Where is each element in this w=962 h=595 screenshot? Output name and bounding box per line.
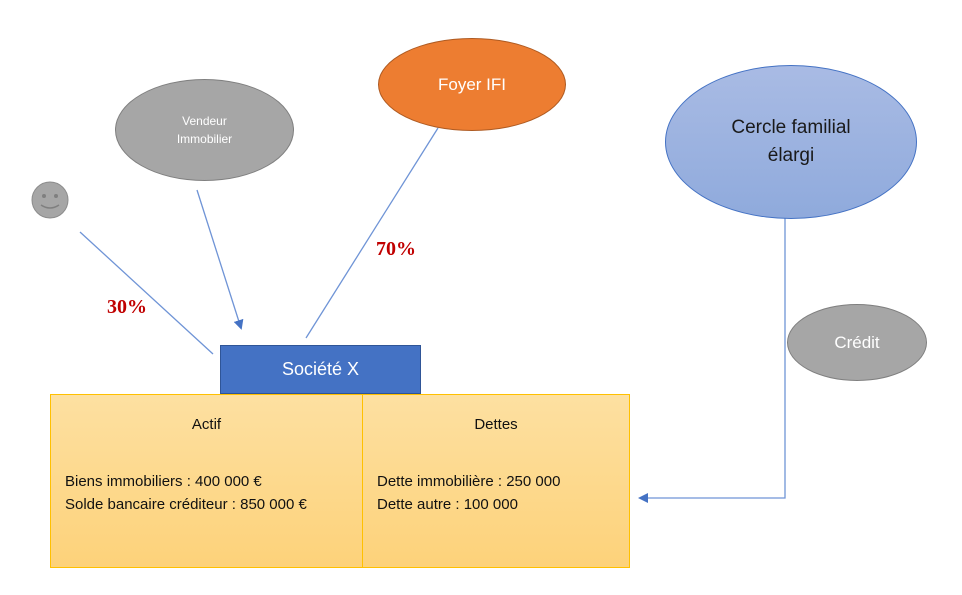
credit-label: Crédit — [834, 332, 880, 352]
foyer-share-percentage: 70% — [376, 238, 416, 260]
cercle-familial-node: Cercle familial élargi — [665, 65, 917, 219]
dettes-title: Dettes — [474, 416, 518, 433]
credit-node: Crédit — [787, 304, 927, 381]
connector-foyer-to-societe — [305, 127, 439, 339]
smiley-face-icon — [31, 181, 69, 219]
actif-lines: Biens immobiliers : 400 000 € Solde banc… — [65, 470, 307, 516]
actif-line-biens-immobiliers: Biens immobiliers : 400 000 € — [65, 473, 262, 490]
actif-line-solde-bancaire: Solde bancaire créditeur : 850 000 € — [65, 496, 307, 513]
connector-person-to-societe — [79, 231, 214, 355]
dettes-line-autre: Dette autre : 100 000 — [377, 496, 518, 513]
foyer-ifi-node: Foyer IFI — [378, 38, 566, 131]
connector-cercle-to-dettes — [638, 218, 786, 503]
dettes-column: Dettes Dette immobilière : 250 000 Dette… — [363, 395, 629, 567]
person-share-percentage: 30% — [107, 296, 147, 318]
cercle-familial-label: Cercle familial élargi — [731, 117, 851, 166]
foyer-ifi-label: Foyer IFI — [437, 74, 506, 94]
dettes-line-immobiliere: Dette immobilière : 250 000 — [377, 473, 561, 490]
societe-x-node: Société X — [220, 345, 421, 394]
vendeur-immobilier-label: Vendeur Immobilier — [176, 114, 233, 146]
balance-sheet: Actif Biens immobiliers : 400 000 € Sold… — [50, 394, 630, 568]
connector-vendeur-to-societe — [196, 189, 244, 330]
vendeur-immobilier-node: Vendeur Immobilier — [115, 79, 294, 181]
person-node — [31, 181, 69, 219]
actif-title: Actif — [191, 416, 222, 433]
societe-x-label: Société X — [281, 359, 360, 379]
actif-column: Actif Biens immobiliers : 400 000 € Sold… — [51, 395, 363, 567]
dettes-lines: Dette immobilière : 250 000 Dette autre … — [377, 470, 560, 516]
